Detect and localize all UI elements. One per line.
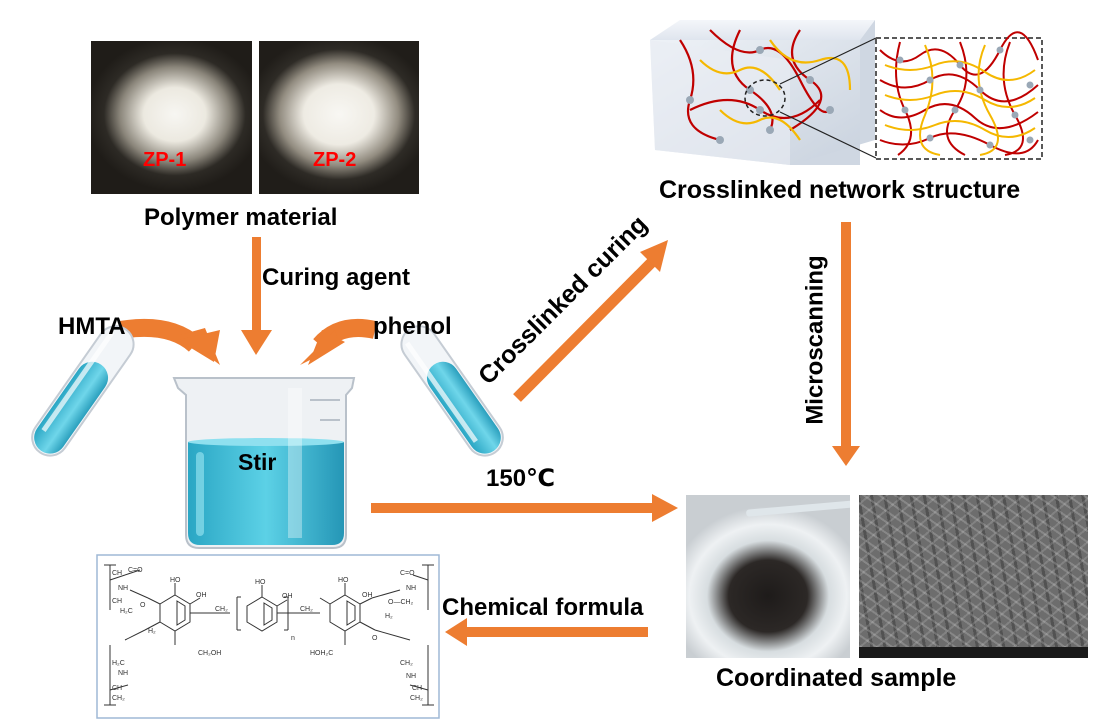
svg-text:O: O: [140, 602, 146, 609]
svg-text:NH: NH: [406, 673, 416, 680]
test-tube-right-icon: [400, 325, 504, 457]
sem-micrograph: [859, 495, 1088, 658]
polymer-photo-zp1: ZP-1: [91, 41, 252, 194]
sem-info-bar: [859, 647, 1088, 658]
svg-text:n: n: [291, 635, 295, 642]
svg-text:H₂: H₂: [148, 628, 156, 635]
svg-text:OH: OH: [282, 593, 293, 600]
svg-text:HO: HO: [255, 579, 266, 586]
glass-rod-icon: [745, 500, 850, 517]
temperature-label: 150℃: [486, 465, 556, 492]
sample-label-zp2: ZP-2: [313, 149, 357, 171]
coordinated-sample-photo: [686, 495, 850, 658]
stir-label: Stir: [238, 449, 277, 475]
svg-text:OH: OH: [362, 592, 373, 599]
hmta-label: HMTA: [58, 313, 126, 340]
arrow-150c: [371, 494, 678, 522]
svg-text:HOH₂C: HOH₂C: [310, 650, 333, 657]
svg-text:CH: CH: [112, 685, 122, 692]
polymer-material-title: Polymer material: [144, 204, 338, 231]
svg-text:OH: OH: [196, 592, 207, 599]
svg-text:NH: NH: [118, 670, 128, 677]
chemical-formula-label: Chemical formula: [442, 594, 644, 621]
arrow-phenol: [300, 318, 378, 365]
test-tube-left-icon: [31, 325, 135, 457]
crosslinked-network-title: Crosslinked network structure: [659, 176, 1021, 204]
arrow-hmta: [118, 318, 220, 365]
svg-text:NH: NH: [406, 585, 416, 592]
arrow-crosslinked-curing: [513, 240, 668, 402]
svg-text:O—CH₂: O—CH₂: [388, 599, 414, 606]
svg-text:H₂: H₂: [385, 613, 393, 620]
svg-text:CH₂: CH₂: [400, 660, 413, 667]
network-cube-icon: [650, 20, 877, 165]
microscanning-label: Microscanning: [801, 255, 829, 425]
svg-text:CH₂: CH₂: [410, 695, 423, 702]
svg-text:CH₂: CH₂: [112, 695, 125, 702]
svg-text:NH: NH: [118, 585, 128, 592]
svg-text:CH: CH: [112, 570, 122, 577]
svg-text:CH₂OH: CH₂OH: [198, 650, 221, 657]
coordinated-sample-title: Coordinated sample: [716, 664, 957, 692]
svg-text:O: O: [372, 635, 378, 642]
svg-text:C=O: C=O: [128, 567, 143, 574]
svg-text:CH₂: CH₂: [215, 606, 228, 613]
curing-agent-label: Curing agent: [262, 264, 410, 291]
svg-text:CH: CH: [112, 598, 122, 605]
svg-text:CH₂: CH₂: [300, 606, 313, 613]
polymer-photo-zp2: ZP-2: [259, 41, 419, 194]
svg-text:H₂C: H₂C: [112, 660, 125, 667]
beaker-icon: [172, 377, 356, 549]
svg-text:C=O: C=O: [400, 570, 415, 577]
svg-text:H₂C: H₂C: [120, 608, 133, 615]
phenol-label: phenol: [373, 313, 452, 340]
network-zoom-icon: [875, 31, 1043, 160]
arrow-chemical-formula: [445, 618, 648, 646]
svg-text:HO: HO: [170, 577, 181, 584]
sample-label-zp1: ZP-1: [143, 149, 187, 171]
arrow-microscanning: [832, 222, 860, 466]
arrow-curing-agent: [241, 237, 272, 355]
svg-text:CH: CH: [412, 685, 422, 692]
svg-text:HO: HO: [338, 577, 349, 584]
